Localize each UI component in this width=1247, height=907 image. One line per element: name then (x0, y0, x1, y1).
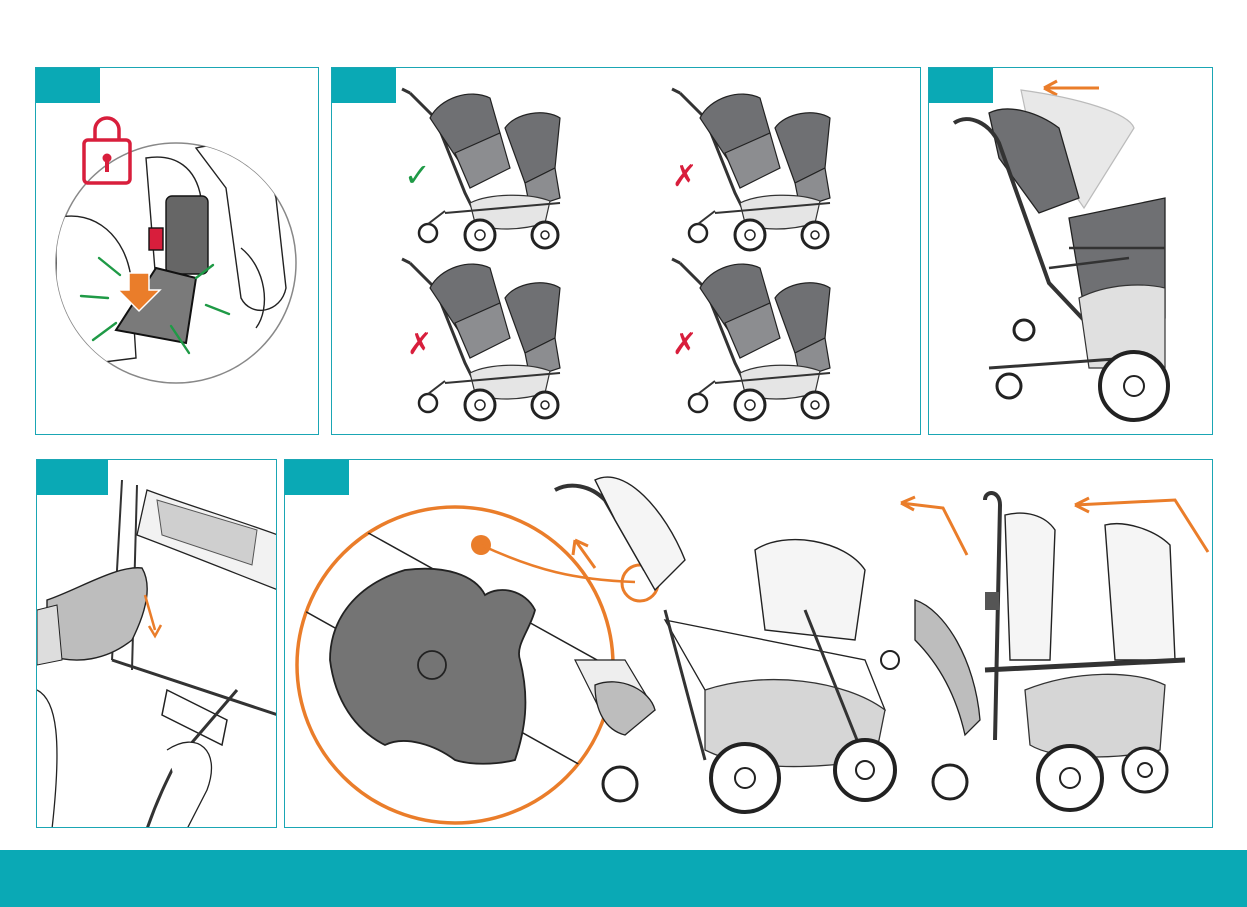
footer-bar (0, 850, 1247, 907)
left-arrow-icon (1044, 81, 1099, 95)
panel-seat-orientation: ✓ ✗ ✗ ✗ (331, 67, 921, 435)
seat-orientation-illustrations: ✓ ✗ ✗ ✗ (332, 68, 921, 435)
panel-lock-clip (35, 67, 319, 435)
panel-fold-stroller (284, 459, 1213, 828)
panel-press-pedal (36, 459, 277, 828)
press-pedal-illustration (37, 460, 277, 828)
fold-stroller-illustration (285, 460, 1213, 828)
panel-fold-canopy (928, 67, 1213, 435)
stroller-folded (915, 493, 1185, 810)
press-arrow (145, 595, 155, 630)
cross-mark-icon: ✗ (672, 159, 697, 194)
cross-mark-icon: ✗ (672, 327, 697, 362)
fold-canopy-illustration (929, 68, 1213, 435)
cross-mark-icon: ✗ (407, 327, 432, 362)
lock-clip-illustration (36, 68, 319, 435)
check-mark-icon: ✓ (404, 156, 431, 194)
left-arrow-icon (901, 497, 967, 555)
